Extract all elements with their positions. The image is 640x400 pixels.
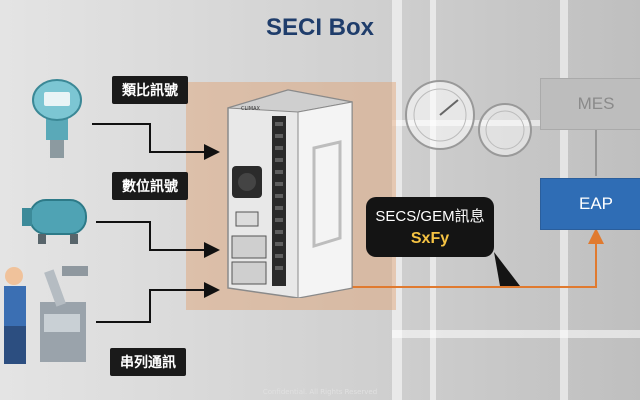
background-pipe xyxy=(392,330,640,338)
secs-gem-message: SECS/GEM訊息 xyxy=(375,208,485,225)
background-pipe xyxy=(392,120,640,126)
tank-icon xyxy=(22,199,87,244)
footer-copyright: Confidential. All Rights Reserved xyxy=(262,388,378,396)
seci-box-device-icon xyxy=(227,89,353,298)
page-title: SECI Box xyxy=(265,14,375,41)
device-brand: CLIMAX xyxy=(241,106,260,112)
secs-gem-callout: SECS/GEM訊息 SxFy xyxy=(366,197,494,257)
mes-box: MES xyxy=(540,78,640,130)
pressure-transmitter-icon xyxy=(32,79,82,158)
eap-box: EAP xyxy=(540,178,640,230)
analog-signal-label: 類比訊號 xyxy=(112,76,188,104)
serial-communication-label: 串列通訊 xyxy=(110,348,186,376)
robot-worker-icon xyxy=(4,266,88,364)
digital-signal-label: 數位訊號 xyxy=(112,172,188,200)
sxfy-label: SxFy xyxy=(410,230,450,247)
